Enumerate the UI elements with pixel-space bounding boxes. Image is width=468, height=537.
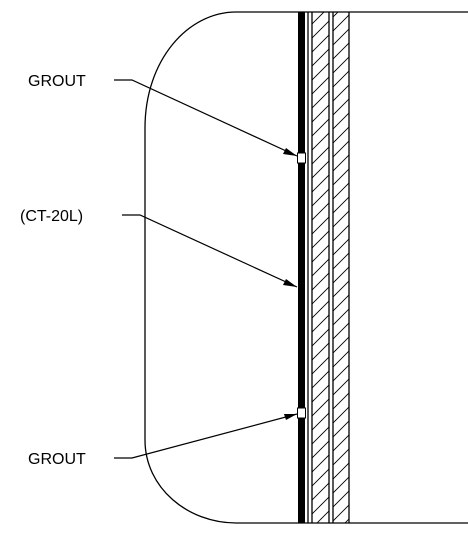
wall-layers: [298, 12, 350, 523]
detail-bubble-outline: [144, 11, 468, 524]
hatched-layer-1: [312, 12, 329, 523]
arrowhead-bottom: [284, 414, 297, 420]
leader-middle: [122, 214, 298, 288]
leader-bottom: [114, 413, 298, 459]
arrowhead-middle: [283, 279, 297, 287]
grout-joint-top: [297, 152, 306, 164]
tile-layer: [298, 12, 305, 523]
arrowhead-top: [283, 148, 297, 156]
grout-joint-bottom: [297, 407, 306, 419]
label-grout-top: GROUT: [28, 73, 86, 90]
label-ct-20l: (CT-20L): [20, 208, 83, 225]
leader-top: [114, 79, 298, 157]
label-grout-bottom: GROUT: [28, 451, 86, 468]
hatched-layer-2: [333, 12, 349, 523]
